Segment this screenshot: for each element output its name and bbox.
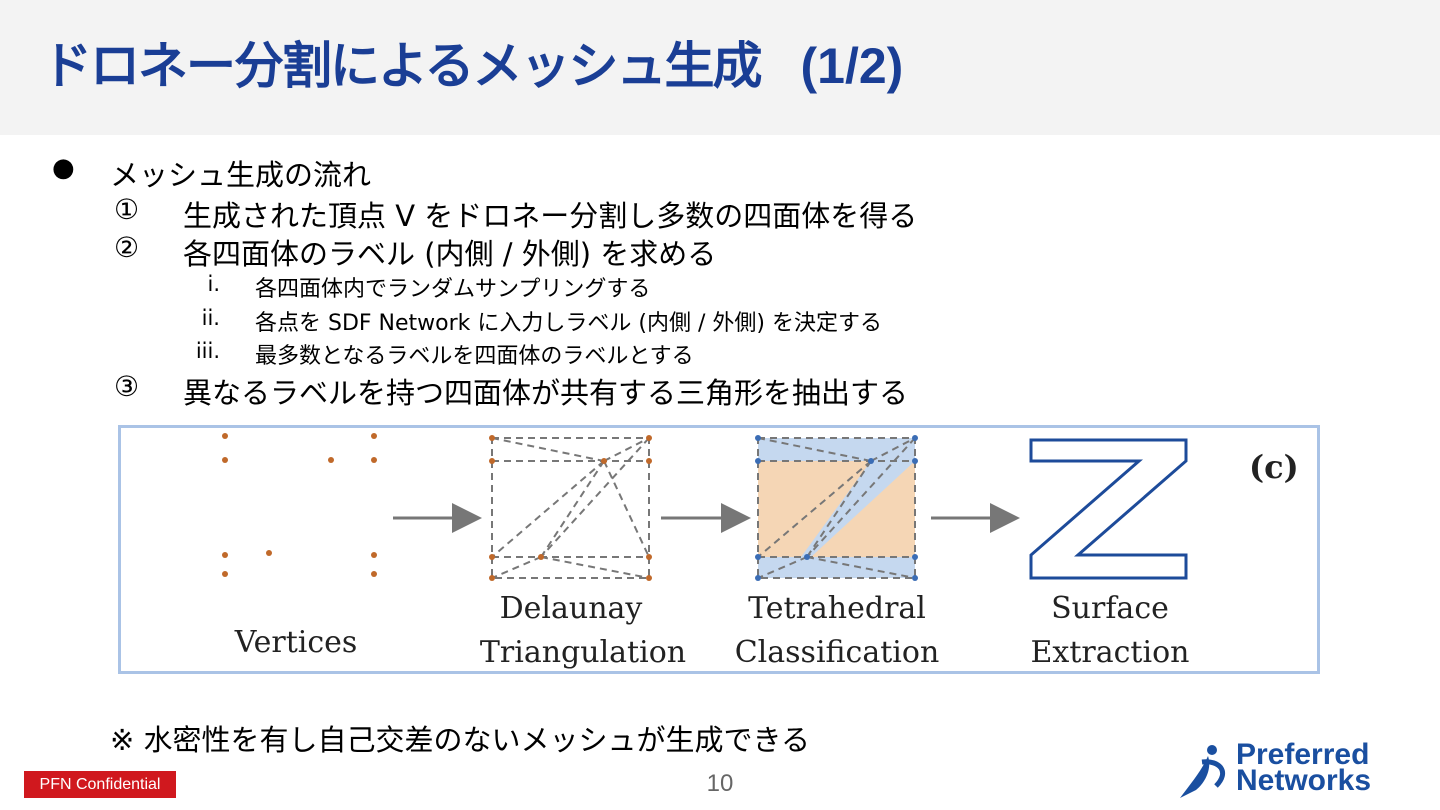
bullet-icon: ●	[52, 153, 75, 183]
logo-line2: Networks	[1236, 764, 1372, 797]
stage2-label-line1: Delaunay	[500, 591, 643, 626]
step-3-text: 異なるラベルを持つ四面体が共有する三角形を抽出する	[183, 376, 909, 410]
panel-label: (c)	[1249, 448, 1299, 486]
note-text: ※ 水密性を有し自己交差のないメッシュが生成できる	[110, 723, 810, 757]
stage1-label: Vertices	[234, 625, 358, 660]
substep-3-text: 最多数となるラベルを四面体のラベルとする	[255, 344, 694, 369]
vertex-dot	[222, 571, 228, 577]
step-1-mark: ①	[114, 193, 140, 226]
vertex-dot	[371, 457, 377, 463]
step-2-text: 各四面体のラベル (内側 / 外側) を求める	[183, 237, 717, 271]
stage3-label-line1: Tetrahedral	[748, 591, 926, 626]
vertices-stage	[222, 433, 377, 577]
delaunay-vertices	[489, 435, 652, 581]
substep-2-text: 各点を SDF Network に入力しラベル (内側 / 外側) を決定する	[255, 311, 882, 336]
stage3-label-line2: Classification	[735, 635, 940, 670]
step-2-mark: ②	[114, 231, 140, 264]
delaunay-stage	[491, 437, 650, 579]
vertex-dot	[222, 552, 228, 558]
substep-2-mark: ii.	[201, 306, 220, 330]
vertex-dot	[328, 457, 334, 463]
logo-line1: Preferred	[1236, 738, 1370, 771]
main-point: メッシュ生成の流れ	[110, 158, 372, 192]
stage4-label-line1: Surface	[1051, 591, 1169, 626]
step-1-text: 生成された頂点 V をドロネー分割し多数の四面体を得る	[183, 199, 918, 233]
substep-3-mark: iii.	[195, 339, 220, 363]
slide-title-suffix: (1/2)	[800, 38, 904, 94]
stage2-label-line2: Triangulation	[480, 635, 686, 670]
classification-stage	[755, 435, 918, 581]
vertex-dot	[222, 457, 228, 463]
logo-text: Preferred Networks	[1236, 738, 1372, 797]
page-number: 10	[706, 770, 734, 797]
step-3-mark: ③	[114, 370, 140, 403]
substep-1-text: 各四面体内でランダムサンプリングする	[255, 277, 651, 302]
vertex-dot	[371, 433, 377, 439]
vertex-dot	[371, 571, 377, 577]
title-bar	[0, 0, 1440, 135]
pfn-logo-icon	[1180, 745, 1225, 798]
vertex-dot	[266, 550, 272, 556]
slide-title-text: ドロネー分割によるメッシュ生成	[42, 37, 762, 95]
pipeline-diagram: (c) Vertices Delaunay Triangulation Tetr…	[222, 433, 1299, 670]
surface-z-shape	[1029, 438, 1188, 580]
mesh-pipeline-figure: (c) Vertices Delaunay Triangulation Tetr…	[118, 425, 1320, 674]
vertex-dot	[371, 552, 377, 558]
slide-title: ドロネー分割によるメッシュ生成 (1/2)	[42, 26, 903, 98]
substep-1-mark: i.	[207, 272, 220, 296]
vertex-dot	[222, 433, 228, 439]
confidential-badge: PFN Confidential	[24, 771, 176, 798]
stage4-label-line2: Extraction	[1031, 635, 1190, 670]
